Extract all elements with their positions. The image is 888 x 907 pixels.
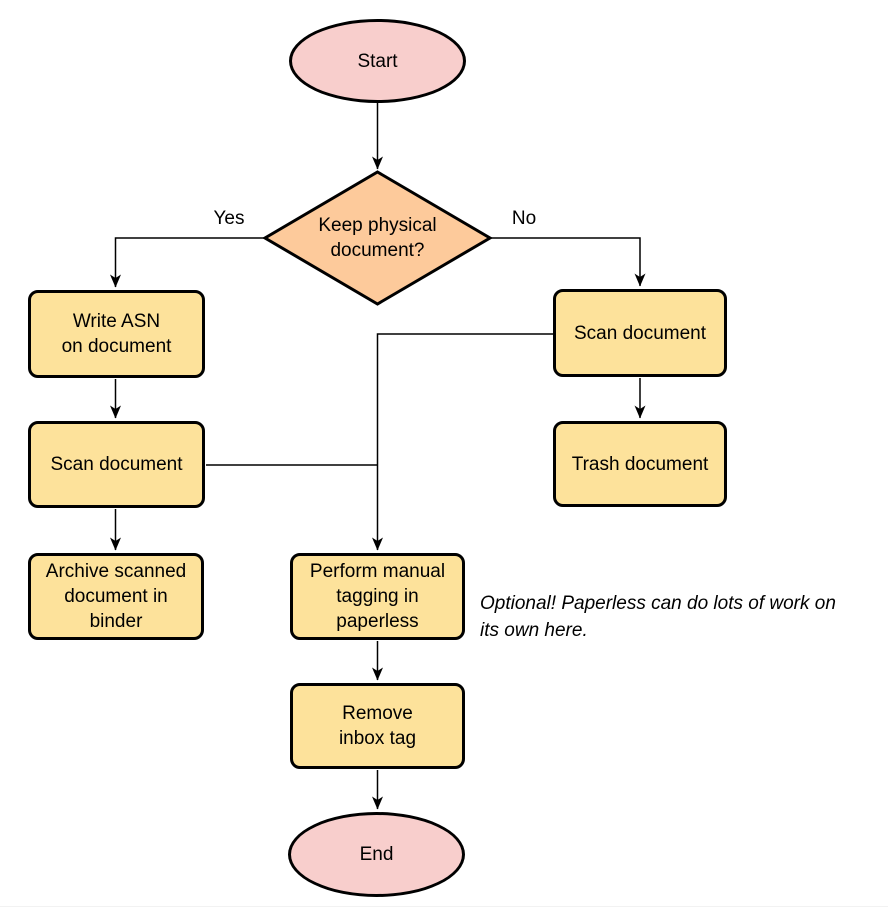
node-start-label: Start: [357, 50, 398, 72]
node-remove-inbox-tag: Remove inbox tag: [290, 683, 465, 769]
edge-scan-right-to-tagging: [372, 333, 553, 551]
optional-note: Optional! Paperless can do lots of work …: [480, 593, 836, 641]
node-archive-binder-label: Archive scanned document in binder: [45, 561, 187, 632]
node-remove-inbox-tag-label: Remove inbox tag: [338, 703, 417, 749]
node-scan-document-right: Scan document: [553, 289, 727, 377]
node-write-asn-label: Write ASN on document: [61, 311, 172, 357]
node-write-asn: Write ASN on document: [28, 290, 205, 378]
node-end-label: End: [359, 844, 394, 865]
node-trash-document-label: Trash document: [571, 453, 709, 475]
edge-label-yes: Yes: [213, 208, 245, 229]
node-scan-document-left-label: Scan document: [50, 454, 183, 475]
node-trash-document: Trash document: [553, 421, 727, 507]
edge-decision-no-to-scan-right: [490, 237, 646, 287]
node-decision-shape: [262, 170, 493, 306]
node-archive-binder: Archive scanned document in binder: [28, 553, 204, 640]
node-scan-document-left: Scan document: [28, 421, 205, 508]
node-scan-document-right-label: Scan document: [573, 322, 707, 344]
edge-label-no: No: [511, 208, 537, 229]
node-start: Start: [289, 19, 466, 103]
node-manual-tagging: Perform manual tagging in paperless: [290, 553, 465, 640]
edge-decision-yes-to-write-asn: [110, 237, 265, 288]
node-decision-label: Keep physical document?: [318, 215, 437, 261]
node-end: End: [288, 812, 465, 897]
node-manual-tagging-label: Perform manual tagging in paperless: [309, 561, 446, 632]
